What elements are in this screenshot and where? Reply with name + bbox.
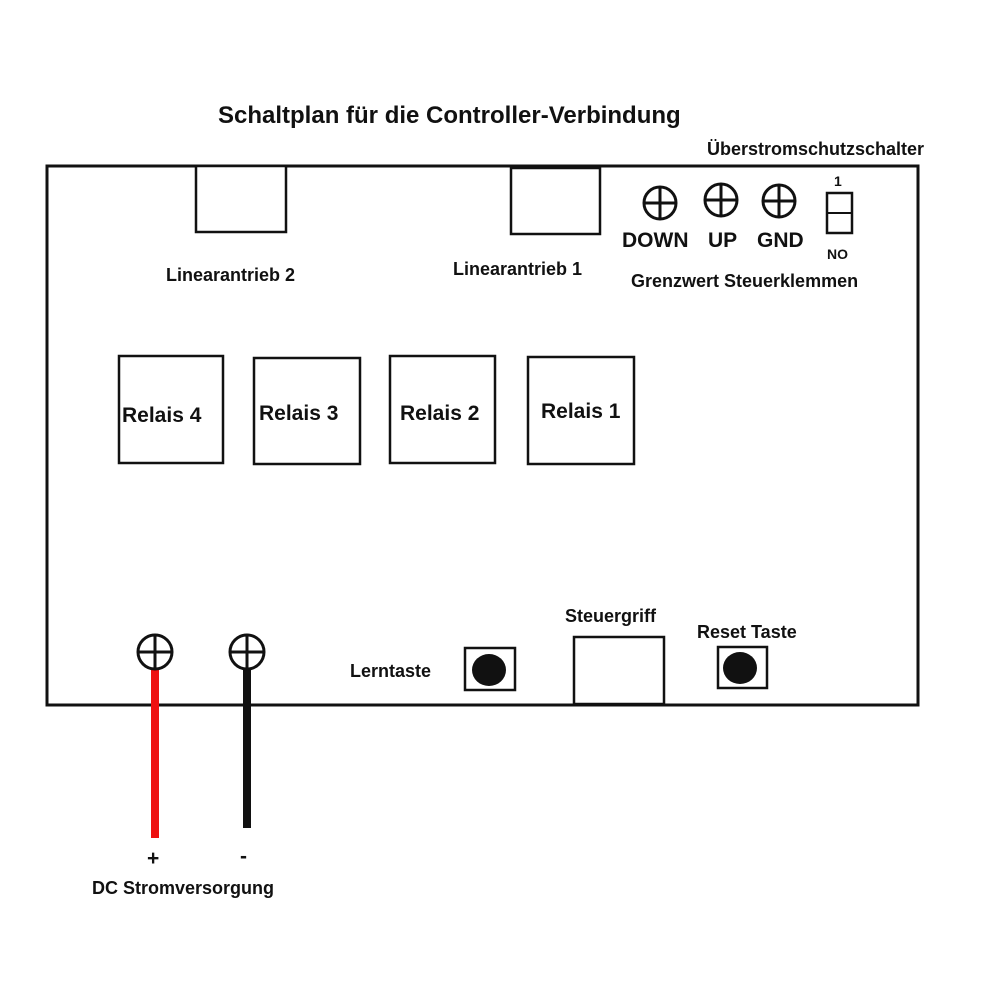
- terminal-up-label: UP: [708, 229, 738, 252]
- relay-3-box: [252, 356, 362, 466]
- power-minus-label: -: [240, 845, 247, 868]
- terminal-down-label: DOWN: [622, 229, 689, 252]
- relay-3-label: Relais 3: [259, 402, 339, 425]
- learn-button-icon: [463, 646, 517, 692]
- terminal-down-screw-icon: [642, 185, 678, 221]
- power-supply-label: DC Stromversorgung: [92, 878, 275, 898]
- reset-button-icon: [716, 645, 769, 690]
- power-minus-screw-icon: [228, 633, 266, 671]
- control-handle-connector: [572, 635, 666, 706]
- terminal-up-screw-icon: [703, 182, 739, 218]
- diagram-title: Schaltplan für die Controller-Verbindung: [218, 102, 681, 129]
- terminal-gnd-screw-icon: [761, 183, 797, 219]
- relay-1-box: [526, 355, 636, 466]
- controller-board: [45, 164, 920, 707]
- control-handle-label: Steuergriff: [565, 606, 657, 626]
- linear-actuator-1-connector: [509, 166, 602, 236]
- learn-button-label: Lerntaste: [350, 661, 432, 681]
- limit-terminals-label: Grenzwert Steuerklemmen: [631, 271, 859, 291]
- linear-actuator-2-connector: [194, 164, 288, 234]
- relay-2-label: Relais 2: [400, 402, 480, 425]
- relay-4-label: Relais 4: [122, 404, 202, 427]
- linear-actuator-1-label: Linearantrieb 1: [453, 259, 583, 279]
- terminal-gnd-label: GND: [757, 229, 804, 252]
- reset-button-label: Reset Taste: [697, 622, 797, 642]
- overcurrent-switch-icon: [825, 191, 854, 235]
- linear-actuator-2-label: Linearantrieb 2: [166, 265, 296, 285]
- switch-position-1: 1: [834, 173, 842, 189]
- relay-4-box: [117, 354, 225, 465]
- relay-2-box: [388, 354, 497, 465]
- overcurrent-switch-label: Überstromschutzschalter: [707, 139, 925, 159]
- relay-1-label: Relais 1: [541, 400, 621, 423]
- switch-position-no: NO: [827, 246, 848, 262]
- power-plus-label: +: [147, 847, 160, 870]
- power-plus-screw-icon: [136, 633, 174, 671]
